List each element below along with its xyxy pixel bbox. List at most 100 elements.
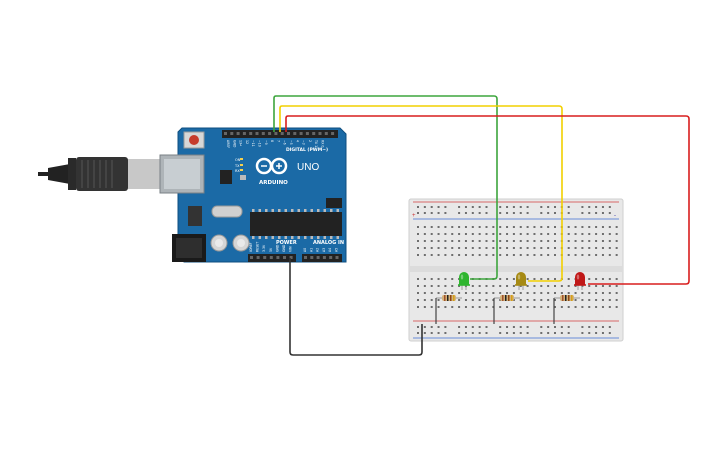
breadboard-hole[interactable] bbox=[437, 240, 440, 242]
breadboard-hole[interactable] bbox=[533, 292, 536, 294]
breadboard-hole[interactable] bbox=[464, 233, 467, 235]
breadboard-hole[interactable] bbox=[615, 306, 618, 308]
breadboard-hole[interactable] bbox=[588, 326, 591, 328]
breadboard-hole[interactable] bbox=[567, 278, 570, 280]
breadboard-hole[interactable] bbox=[588, 299, 591, 301]
breadboard-hole[interactable] bbox=[417, 285, 419, 287]
breadboard-hole[interactable] bbox=[581, 292, 584, 294]
breadboard-hole[interactable] bbox=[519, 332, 522, 334]
breadboard-hole[interactable] bbox=[430, 278, 433, 280]
breadboard-hole[interactable] bbox=[471, 306, 474, 308]
breadboard-hole[interactable] bbox=[471, 247, 474, 249]
breadboard-hole[interactable] bbox=[567, 254, 570, 256]
usb-cable[interactable] bbox=[38, 157, 168, 191]
breadboard-hole[interactable] bbox=[512, 326, 515, 328]
header-pin[interactable] bbox=[299, 132, 303, 135]
breadboard-hole[interactable] bbox=[526, 285, 529, 287]
breadboard-hole[interactable] bbox=[458, 326, 461, 328]
breadboard-hole[interactable] bbox=[560, 306, 563, 308]
breadboard-hole[interactable] bbox=[588, 254, 591, 256]
breadboard-hole[interactable] bbox=[478, 299, 481, 301]
breadboard-hole[interactable] bbox=[601, 332, 604, 334]
breadboard-hole[interactable] bbox=[601, 278, 604, 280]
breadboard-hole[interactable] bbox=[526, 326, 529, 328]
breadboard-hole[interactable] bbox=[560, 292, 563, 294]
breadboard-hole[interactable] bbox=[478, 206, 481, 208]
breadboard-hole[interactable] bbox=[588, 233, 591, 235]
breadboard-hole[interactable] bbox=[478, 212, 481, 214]
breadboard-hole[interactable] bbox=[471, 206, 474, 208]
breadboard-hole[interactable] bbox=[533, 226, 536, 228]
breadboard-hole[interactable] bbox=[430, 292, 433, 294]
breadboard-hole[interactable] bbox=[567, 285, 570, 287]
breadboard-hole[interactable] bbox=[547, 299, 550, 301]
breadboard-hole[interactable] bbox=[499, 254, 502, 256]
breadboard-hole[interactable] bbox=[464, 240, 467, 242]
breadboard-hole[interactable] bbox=[430, 206, 433, 208]
breadboard-hole[interactable] bbox=[471, 292, 474, 294]
header-pin[interactable] bbox=[283, 256, 286, 259]
breadboard-hole[interactable] bbox=[595, 306, 598, 308]
breadboard-hole[interactable] bbox=[526, 212, 529, 214]
breadboard-hole[interactable] bbox=[464, 332, 467, 334]
breadboard-hole[interactable] bbox=[423, 299, 426, 301]
breadboard-hole[interactable] bbox=[581, 247, 584, 249]
breadboard-hole[interactable] bbox=[608, 206, 611, 208]
breadboard-hole[interactable] bbox=[519, 254, 522, 256]
breadboard-hole[interactable] bbox=[437, 326, 440, 328]
breadboard-hole[interactable] bbox=[567, 306, 570, 308]
breadboard-hole[interactable] bbox=[601, 292, 604, 294]
breadboard-hole[interactable] bbox=[615, 292, 618, 294]
breadboard-hole[interactable] bbox=[499, 299, 502, 301]
breadboard-hole[interactable] bbox=[423, 326, 426, 328]
breadboard-hole[interactable] bbox=[595, 332, 598, 334]
breadboard-hole[interactable] bbox=[608, 212, 611, 214]
breadboard-hole[interactable] bbox=[430, 226, 433, 228]
breadboard-hole[interactable] bbox=[595, 226, 598, 228]
breadboard-hole[interactable] bbox=[574, 226, 577, 228]
breadboard-hole[interactable] bbox=[506, 240, 509, 242]
breadboard-hole[interactable] bbox=[423, 332, 426, 334]
breadboard-hole[interactable] bbox=[423, 278, 426, 280]
breadboard-hole[interactable] bbox=[519, 292, 522, 294]
breadboard-hole[interactable] bbox=[444, 332, 447, 334]
breadboard-hole[interactable] bbox=[560, 285, 563, 287]
breadboard-hole[interactable] bbox=[451, 278, 454, 280]
header-pin[interactable] bbox=[250, 256, 253, 259]
breadboard-hole[interactable] bbox=[567, 226, 570, 228]
breadboard-hole[interactable] bbox=[615, 247, 618, 249]
breadboard-hole[interactable] bbox=[588, 285, 591, 287]
breadboard-hole[interactable] bbox=[608, 240, 611, 242]
breadboard-hole[interactable] bbox=[506, 212, 509, 214]
breadboard-hole[interactable] bbox=[506, 285, 509, 287]
breadboard-hole[interactable] bbox=[423, 206, 426, 208]
breadboard-hole[interactable] bbox=[554, 285, 556, 287]
breadboard-hole[interactable] bbox=[512, 306, 515, 308]
breadboard-hole[interactable] bbox=[471, 233, 474, 235]
breadboard-hole[interactable] bbox=[533, 299, 536, 301]
breadboard-hole[interactable] bbox=[526, 233, 529, 235]
red-led[interactable] bbox=[574, 272, 586, 290]
breadboard-hole[interactable] bbox=[574, 233, 577, 235]
breadboard-hole[interactable] bbox=[423, 292, 426, 294]
breadboard-hole[interactable] bbox=[464, 299, 467, 301]
breadboard-hole[interactable] bbox=[615, 299, 618, 301]
header-pin[interactable] bbox=[310, 256, 314, 259]
breadboard-hole[interactable] bbox=[444, 240, 447, 242]
breadboard-hole[interactable] bbox=[437, 306, 440, 308]
breadboard-hole[interactable] bbox=[478, 233, 481, 235]
breadboard-hole[interactable] bbox=[417, 254, 419, 256]
green-wire[interactable] bbox=[273, 95, 498, 280]
breadboard-hole[interactable] bbox=[512, 278, 515, 280]
breadboard-hole[interactable] bbox=[519, 306, 522, 308]
breadboard-hole[interactable] bbox=[506, 226, 509, 228]
breadboard-hole[interactable] bbox=[526, 278, 529, 280]
breadboard-hole[interactable] bbox=[595, 212, 598, 214]
breadboard-hole[interactable] bbox=[574, 292, 577, 294]
header-pin[interactable] bbox=[318, 132, 322, 135]
breadboard-hole[interactable] bbox=[478, 306, 481, 308]
breadboard-hole[interactable] bbox=[540, 254, 543, 256]
breadboard-hole[interactable] bbox=[574, 306, 577, 308]
breadboard-hole[interactable] bbox=[588, 240, 591, 242]
header-pin[interactable] bbox=[287, 132, 290, 135]
